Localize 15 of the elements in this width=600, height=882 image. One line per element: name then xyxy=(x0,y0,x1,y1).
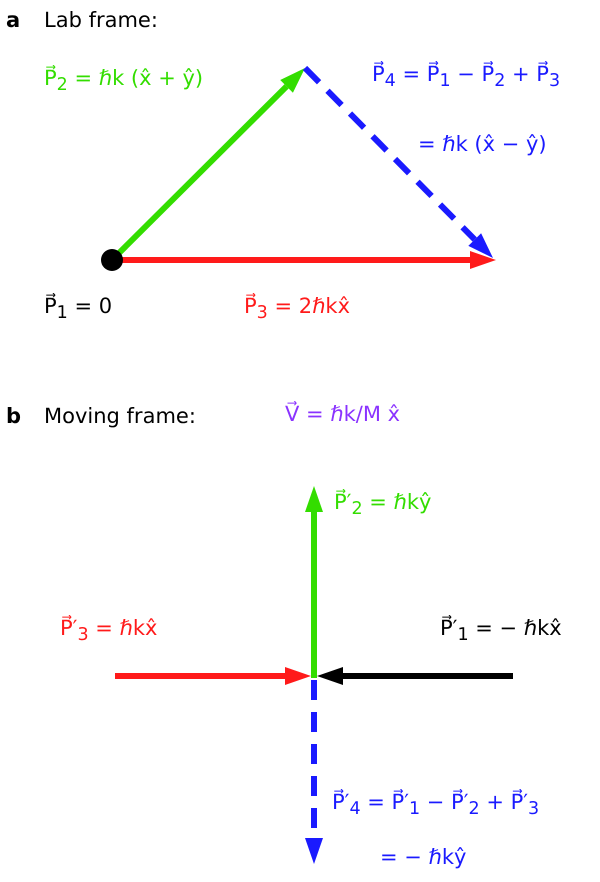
panel-letter: a xyxy=(6,8,20,34)
vector-equation: = − ℏkŷ xyxy=(380,845,466,870)
vector-equation: P⃗′$_{4}$ = P⃗′$_{1}$ − P⃗′$_{2}$ + P⃗′$_{3}$ xyxy=(332,790,540,820)
vector-equation: P⃗′$_{1}$ = − ℏkx̂ xyxy=(440,616,562,646)
vector-equation: = ℏk (x̂ − ŷ) xyxy=(418,132,547,158)
panel-letter: b xyxy=(6,404,22,430)
panel-title: Moving frame: xyxy=(44,404,196,430)
vector-equation: P⃗′$_{2}$ = ℏkŷ xyxy=(334,490,432,520)
panel-title: Lab frame: xyxy=(44,8,158,34)
vector-equation: P⃗$_{3}$ = 2ℏkx̂ xyxy=(244,294,350,324)
vector-equation: P⃗$_{2}$ = ℏk (x̂ + ŷ) xyxy=(44,66,204,96)
vector-equation: P⃗$_{1}$ = 0 xyxy=(44,294,112,324)
vector-equation: P⃗$_{4}$ = P⃗$_{1}$ − P⃗$_{2}$ + P⃗$_{3}$ xyxy=(372,62,560,92)
velocity-equation: V⃗ = ℏk/M x̂ xyxy=(285,402,400,428)
vector-equation: P⃗′$_{3}$ = ℏkx̂ xyxy=(60,616,158,646)
